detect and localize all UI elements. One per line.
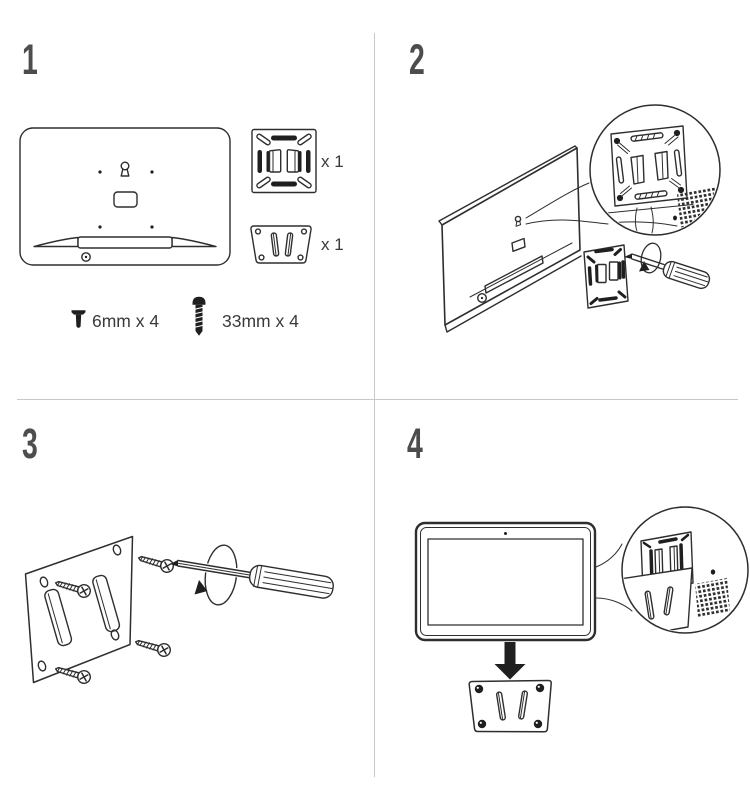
mounting-screw-icon	[616, 185, 632, 202]
step-3-number: 3	[22, 420, 38, 468]
step-3-illustration	[24, 535, 334, 686]
keyhole-icon	[514, 215, 522, 227]
screw-6mm-icon	[71, 310, 86, 328]
screw-6mm-label: 6mm x 4	[92, 311, 160, 331]
screw-33mm-icon	[192, 296, 206, 336]
mounting-screw-icon	[613, 137, 630, 154]
magnifier-circle	[589, 104, 721, 236]
mounting-screw-icon	[669, 178, 685, 194]
down-arrow-icon	[494, 642, 526, 680]
vesa-adapter-plate-icon	[583, 244, 629, 309]
step-2-panel: 2	[375, 0, 750, 399]
camera-dot-icon	[504, 532, 507, 535]
bracket-quantity-label: x 1	[321, 235, 344, 254]
horizontal-divider	[17, 399, 738, 400]
tablet-front-icon	[414, 521, 597, 642]
step-4-panel: 4	[375, 400, 750, 786]
rotation-arrow-icon	[194, 580, 208, 595]
callout-detail-view	[623, 531, 730, 632]
speaker-grille-pattern	[695, 578, 730, 617]
vertical-divider	[374, 33, 375, 777]
vesa-adapter-plate-icon	[251, 128, 317, 194]
step-4-number: 4	[407, 420, 423, 468]
wall-mount-bracket-icon	[468, 679, 552, 733]
screwdriver-icon	[624, 242, 711, 290]
wall-mount-bracket-icon	[250, 225, 312, 264]
step-1-panel: 1	[0, 0, 375, 399]
step-2-illustration	[438, 104, 721, 333]
screw-33mm-label: 33mm x 4	[222, 311, 299, 331]
callout-leader-line	[525, 219, 609, 225]
monitor-back-perspective-icon	[438, 145, 582, 333]
plate-quantity-label: x 1	[321, 152, 344, 171]
callout-leader-line	[595, 597, 633, 612]
step-1-number: 1	[22, 36, 38, 84]
keyhole-icon	[120, 161, 130, 177]
screwdriver-icon	[170, 544, 334, 606]
callout-detail-view	[600, 125, 719, 234]
vesa-adapter-plate-icon	[24, 535, 134, 684]
callout-leader-line	[595, 543, 623, 568]
step-2-number: 2	[409, 36, 425, 84]
step-1-illustration	[19, 127, 317, 336]
step-4-illustration	[414, 506, 749, 733]
callout-leader-line	[525, 182, 590, 219]
step-3-panel: 3	[0, 400, 375, 786]
rotation-arrow-icon	[639, 261, 650, 272]
monitor-back-icon	[19, 127, 231, 266]
mounting-screw-icon	[664, 129, 681, 146]
magnifier-circle	[621, 506, 749, 634]
screen	[427, 538, 584, 626]
